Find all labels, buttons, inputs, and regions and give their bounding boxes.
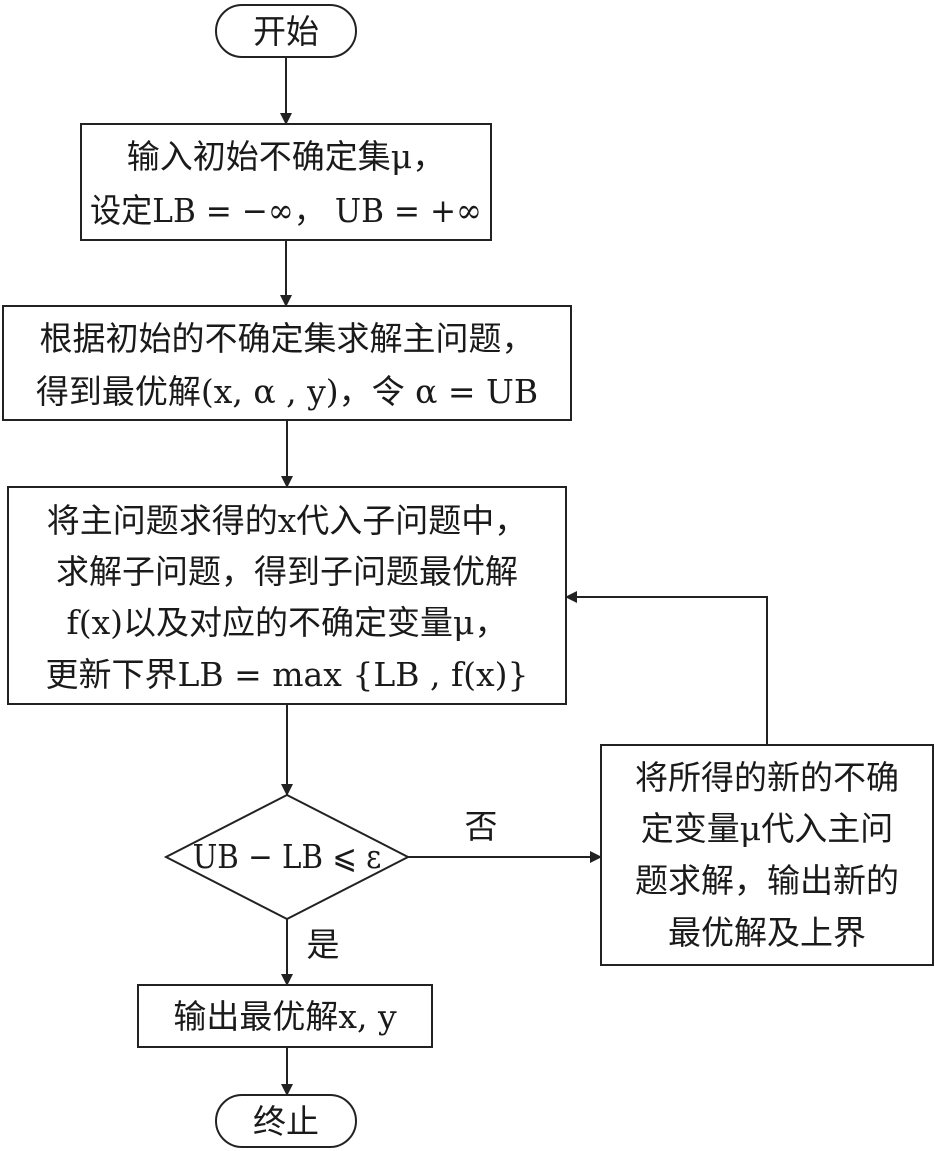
sub-line-4: 更新下界LB = max {LB , f(x)}: [45, 655, 528, 694]
yes-label: 是: [307, 925, 340, 964]
update-line-4: 最优解及上界: [668, 913, 866, 952]
edge-update-to-sub: [565, 591, 768, 745]
init-box: 输入初始不确定集μ， 设定LB = −∞， UB = +∞: [80, 123, 492, 241]
sub-line-2: 求解子问题，得到子问题最优解: [56, 552, 518, 591]
update-line-1: 将所得的新的不确: [635, 758, 899, 797]
convergence-decision: UB − LB ⩽ ε: [163, 793, 411, 921]
master-line-2: 得到最优解(x, α , y)，令 α = UB: [36, 372, 538, 411]
sub-problem-box: 将主问题求得的x代入子问题中， 求解子问题，得到子问题最优解 f(x)以及对应的…: [7, 486, 567, 705]
sub-line-3: f(x)以及对应的不确定变量μ，: [66, 603, 507, 642]
end-node: 终止: [215, 1094, 357, 1148]
update-line-3: 题求解，输出新的: [635, 861, 899, 900]
no-label: 否: [465, 807, 498, 846]
start-node: 开始: [215, 4, 357, 58]
start-label: 开始: [253, 12, 319, 51]
init-line-2: 设定LB = −∞， UB = +∞: [90, 191, 482, 230]
output-box: 输出最优解x, y: [137, 984, 433, 1048]
update-line-2: 定变量μ代入主问: [641, 809, 893, 848]
end-label: 终止: [253, 1102, 319, 1141]
output-label: 输出最优解x, y: [173, 997, 397, 1036]
master-line-1: 根据初始的不确定集求解主问题，: [40, 319, 535, 358]
sub-line-1: 将主问题求得的x代入子问题中，: [47, 501, 528, 540]
init-line-1: 输入初始不确定集μ，: [127, 137, 445, 176]
decision-label: UB − LB ⩽ ε: [193, 837, 382, 876]
master-problem-box: 根据初始的不确定集求解主问题， 得到最优解(x, α , y)，令 α = UB: [2, 305, 572, 421]
update-box: 将所得的新的不确 定变量μ代入主问 题求解，输出新的 最优解及上界: [600, 744, 934, 966]
